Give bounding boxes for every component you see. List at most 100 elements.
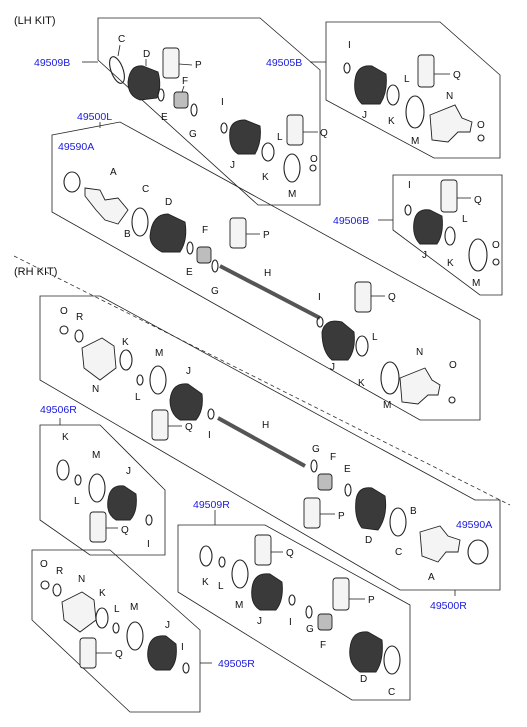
svg-text:M: M	[472, 278, 480, 289]
pn-49590A-lh[interactable]: 49590A	[58, 141, 94, 153]
svg-text:K: K	[202, 577, 209, 588]
svg-text:C: C	[388, 687, 395, 698]
svg-text:M: M	[235, 600, 243, 611]
svg-text:L: L	[218, 581, 224, 592]
pn-49506B[interactable]: 49506B	[333, 215, 369, 227]
lh-box-49500L: 49500L 49590A A B C D E F G P H I J K L …	[51, 111, 481, 421]
svg-text:Q: Q	[286, 548, 294, 559]
svg-text:J: J	[186, 366, 191, 377]
svg-text:P: P	[338, 511, 345, 522]
svg-text:M: M	[383, 400, 391, 411]
svg-text:I: I	[181, 642, 184, 653]
pn-49500L[interactable]: 49500L	[77, 111, 112, 123]
svg-text:F: F	[320, 640, 326, 651]
svg-text:H: H	[262, 420, 269, 431]
svg-text:D: D	[360, 674, 367, 685]
rh-box-49509R: 49509R K L M Q J I P G F D C	[177, 499, 411, 701]
svg-text:J: J	[257, 616, 262, 627]
svg-text:I: I	[289, 617, 292, 628]
svg-text:D: D	[165, 197, 172, 208]
svg-text:N: N	[416, 347, 423, 358]
svg-text:J: J	[126, 466, 131, 477]
rh-kit-label: (RH KIT)	[14, 266, 57, 278]
svg-text:A: A	[428, 572, 435, 583]
svg-text:K: K	[99, 588, 106, 599]
svg-text:J: J	[165, 620, 170, 631]
separator-line	[13, 255, 511, 506]
svg-text:I: I	[208, 430, 211, 441]
svg-text:O: O	[40, 559, 48, 570]
pn-49509R[interactable]: 49509R	[193, 499, 230, 511]
svg-text:O: O	[60, 306, 68, 317]
svg-text:Q: Q	[388, 292, 396, 303]
pn-49590A-rh[interactable]: 49590A	[456, 519, 492, 531]
svg-text:L: L	[372, 332, 378, 343]
svg-text:I: I	[348, 40, 351, 51]
svg-text:L: L	[135, 392, 141, 403]
svg-text:D: D	[143, 49, 150, 60]
svg-text:Q: Q	[453, 70, 461, 81]
lh-box-49509B: 49509B C D E F G P I J K L Q M O	[34, 17, 328, 206]
svg-text:P: P	[195, 60, 202, 71]
svg-text:L: L	[114, 604, 120, 615]
svg-text:E: E	[186, 267, 193, 278]
pn-49505R[interactable]: 49505R	[218, 658, 255, 670]
svg-text:N: N	[78, 574, 85, 585]
svg-text:I: I	[147, 539, 150, 550]
svg-text:M: M	[288, 189, 296, 200]
pn-49509B[interactable]: 49509B	[34, 57, 70, 69]
svg-text:G: G	[211, 286, 219, 297]
svg-text:Q: Q	[185, 422, 193, 433]
svg-text:K: K	[358, 378, 365, 389]
svg-text:O: O	[477, 120, 485, 131]
svg-text:K: K	[388, 116, 395, 127]
lh-box-49506B: 49506B I J K L Q M O	[333, 174, 503, 296]
svg-text:G: G	[306, 624, 314, 635]
svg-text:K: K	[262, 172, 269, 183]
pn-49505B[interactable]: 49505B	[266, 57, 302, 69]
svg-text:O: O	[310, 154, 318, 165]
svg-text:G: G	[312, 444, 320, 455]
svg-text:C: C	[395, 547, 402, 558]
svg-text:C: C	[142, 184, 149, 195]
svg-text:K: K	[62, 432, 69, 443]
rh-box-49500R: 49500R O R N K L M J Q I H G F E P D C B…	[39, 295, 501, 612]
svg-text:N: N	[92, 384, 99, 395]
svg-text:L: L	[462, 214, 468, 225]
svg-text:E: E	[161, 112, 168, 123]
svg-text:Q: Q	[474, 195, 482, 206]
svg-text:R: R	[56, 566, 63, 577]
svg-text:E: E	[344, 464, 351, 475]
svg-text:C: C	[118, 34, 125, 45]
svg-text:I: I	[221, 97, 224, 108]
svg-text:B: B	[124, 229, 131, 240]
svg-text:M: M	[130, 602, 138, 613]
svg-text:Q: Q	[115, 649, 123, 660]
svg-text:J: J	[230, 160, 235, 171]
svg-text:M: M	[155, 348, 163, 359]
svg-text:F: F	[182, 76, 188, 87]
svg-text:L: L	[277, 132, 283, 143]
svg-text:K: K	[447, 258, 454, 269]
svg-text:F: F	[202, 225, 208, 236]
pn-49500R[interactable]: 49500R	[430, 600, 467, 612]
svg-text:F: F	[330, 452, 336, 463]
svg-text:I: I	[318, 292, 321, 303]
svg-text:J: J	[422, 250, 427, 261]
svg-text:L: L	[404, 74, 410, 85]
svg-text:L: L	[74, 496, 80, 507]
pn-49506R[interactable]: 49506R	[40, 404, 77, 416]
svg-text:O: O	[449, 360, 457, 371]
lh-kit-label: (LH KIT)	[14, 15, 56, 27]
svg-text:O: O	[492, 240, 500, 251]
svg-text:A: A	[110, 167, 117, 178]
svg-text:R: R	[76, 312, 83, 323]
svg-text:I: I	[408, 180, 411, 191]
svg-text:K: K	[122, 337, 129, 348]
svg-text:J: J	[362, 110, 367, 121]
svg-text:B: B	[410, 506, 417, 517]
svg-text:G: G	[189, 129, 197, 140]
svg-text:M: M	[411, 136, 419, 147]
svg-text:M: M	[92, 450, 100, 461]
